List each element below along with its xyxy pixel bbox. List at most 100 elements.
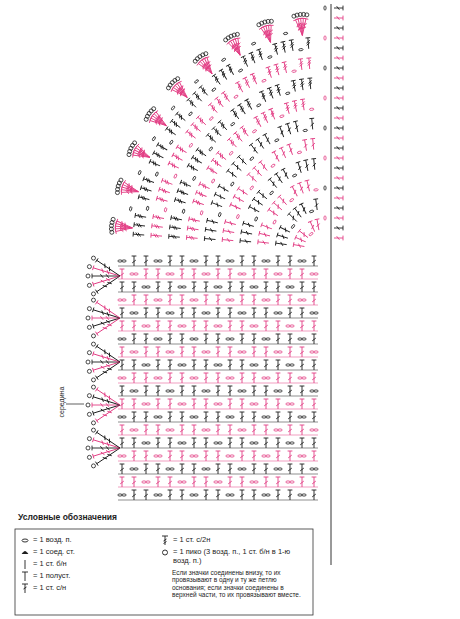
- chain-symbol: [291, 224, 295, 229]
- stitch-symbol: [308, 221, 317, 233]
- stitch-symbol: [281, 168, 290, 180]
- picot-symbol: [133, 141, 137, 145]
- stitch-symbol: [277, 233, 289, 241]
- stitch-symbol: [180, 464, 185, 474]
- stitch-symbol: [334, 196, 343, 201]
- chain-symbol: [188, 111, 193, 116]
- stitch-symbol: [169, 234, 180, 240]
- stitch-symbol: [120, 386, 125, 396]
- stitch-symbol: [279, 225, 291, 234]
- chain-symbol: [314, 312, 318, 314]
- stitch-symbol: [214, 192, 226, 201]
- stitch-symbol: [276, 490, 281, 500]
- stitch-symbol: [216, 295, 221, 305]
- chain-symbol: [209, 116, 214, 121]
- stitch-symbol: [133, 232, 144, 238]
- chain-symbol: [194, 377, 198, 379]
- stitch-symbol: [168, 477, 173, 487]
- stitch-symbol: [276, 282, 281, 292]
- stitch-symbol: [288, 334, 293, 344]
- chain-symbol: [290, 364, 294, 366]
- stitch-symbol: [176, 145, 188, 155]
- stitch-symbol: [132, 373, 137, 383]
- stitch-symbol: [120, 269, 125, 279]
- chain-symbol: [174, 174, 178, 179]
- chain-symbol: [290, 403, 294, 405]
- stitch-symbol: [93, 446, 121, 459]
- stitch-symbol: [144, 386, 149, 396]
- stitch-symbol: [264, 269, 269, 279]
- stitch-symbol: [156, 196, 168, 204]
- chain-symbol: [158, 455, 162, 457]
- stitch-symbol: [192, 399, 197, 409]
- stitch-symbol: [159, 187, 171, 195]
- legend-text: = 1 ст. б/н: [33, 559, 67, 568]
- stitch-symbol: [249, 52, 258, 64]
- centre-column: [324, 4, 343, 565]
- chain-symbol: [314, 429, 318, 431]
- stitch-symbol: [240, 360, 245, 370]
- chain-symbol: [194, 338, 198, 340]
- stitch-symbol: [276, 256, 281, 266]
- stitch-symbol: [334, 6, 343, 11]
- stitch-symbol: [334, 26, 343, 31]
- row-base: [118, 487, 318, 488]
- chain-symbol: [155, 172, 159, 177]
- picot-symbol: [91, 464, 95, 468]
- chain-symbol: [324, 156, 326, 160]
- stitch-symbol: [250, 73, 259, 85]
- chain-symbol: [254, 325, 258, 327]
- chain-symbol: [324, 216, 326, 220]
- stitch-symbol: [180, 295, 185, 305]
- stitch-symbol: [334, 46, 343, 51]
- stitch-symbol: [204, 399, 209, 409]
- chain-symbol: [206, 468, 210, 470]
- side-note: середина: [58, 382, 66, 422]
- stitch-symbol: [300, 347, 305, 357]
- chain-symbol: [182, 403, 186, 405]
- stitch-symbol: [334, 156, 343, 161]
- stitch-symbol: [288, 464, 293, 474]
- stitch-symbol: [192, 477, 197, 487]
- stitch-symbol: [120, 399, 125, 409]
- chain-symbol: [278, 429, 282, 431]
- stitch-symbol: [204, 236, 215, 242]
- chain-symbol: [266, 299, 270, 301]
- stitch-symbol: [202, 57, 214, 74]
- stitch-symbol: [196, 148, 208, 158]
- stitch-symbol: [274, 172, 284, 184]
- stitch-symbol: [264, 308, 269, 318]
- stitch-symbol: [215, 97, 226, 109]
- chain-symbol: [182, 442, 186, 444]
- stitch-symbol: [168, 334, 173, 344]
- chain-symbol: [194, 455, 198, 457]
- stitch-symbol: [293, 207, 303, 219]
- picot-symbol: [86, 360, 90, 364]
- stitch-symbol: [312, 399, 317, 409]
- picot-symbol: [193, 59, 197, 63]
- chain-symbol: [266, 494, 270, 496]
- stitch-symbol: [334, 136, 343, 141]
- stitch-symbol: [196, 115, 207, 126]
- stitch-symbol: [299, 79, 305, 91]
- stitch-symbol: [312, 282, 317, 292]
- chain-symbol: [290, 325, 294, 327]
- stitch-symbol: [252, 412, 257, 422]
- stitch-symbol: [249, 143, 259, 155]
- chain-symbol: [206, 351, 210, 353]
- chain-symbol: [302, 260, 306, 262]
- chain-symbol: [290, 442, 294, 444]
- stitch-symbol: [258, 239, 269, 245]
- stitch-symbol: [227, 137, 238, 148]
- stitch-symbol: [252, 425, 257, 435]
- picot-symbol: [91, 334, 95, 338]
- stitch-symbol: [312, 490, 317, 500]
- chain-symbol: [218, 286, 222, 288]
- stitch-symbol: [252, 166, 263, 177]
- stitch-symbol: [144, 425, 149, 435]
- stitch-symbol: [276, 451, 281, 461]
- stitch-symbol: [132, 256, 137, 266]
- stitch-symbol: [267, 87, 275, 99]
- stitch-symbol: [264, 25, 273, 43]
- chain-symbol: [230, 182, 234, 187]
